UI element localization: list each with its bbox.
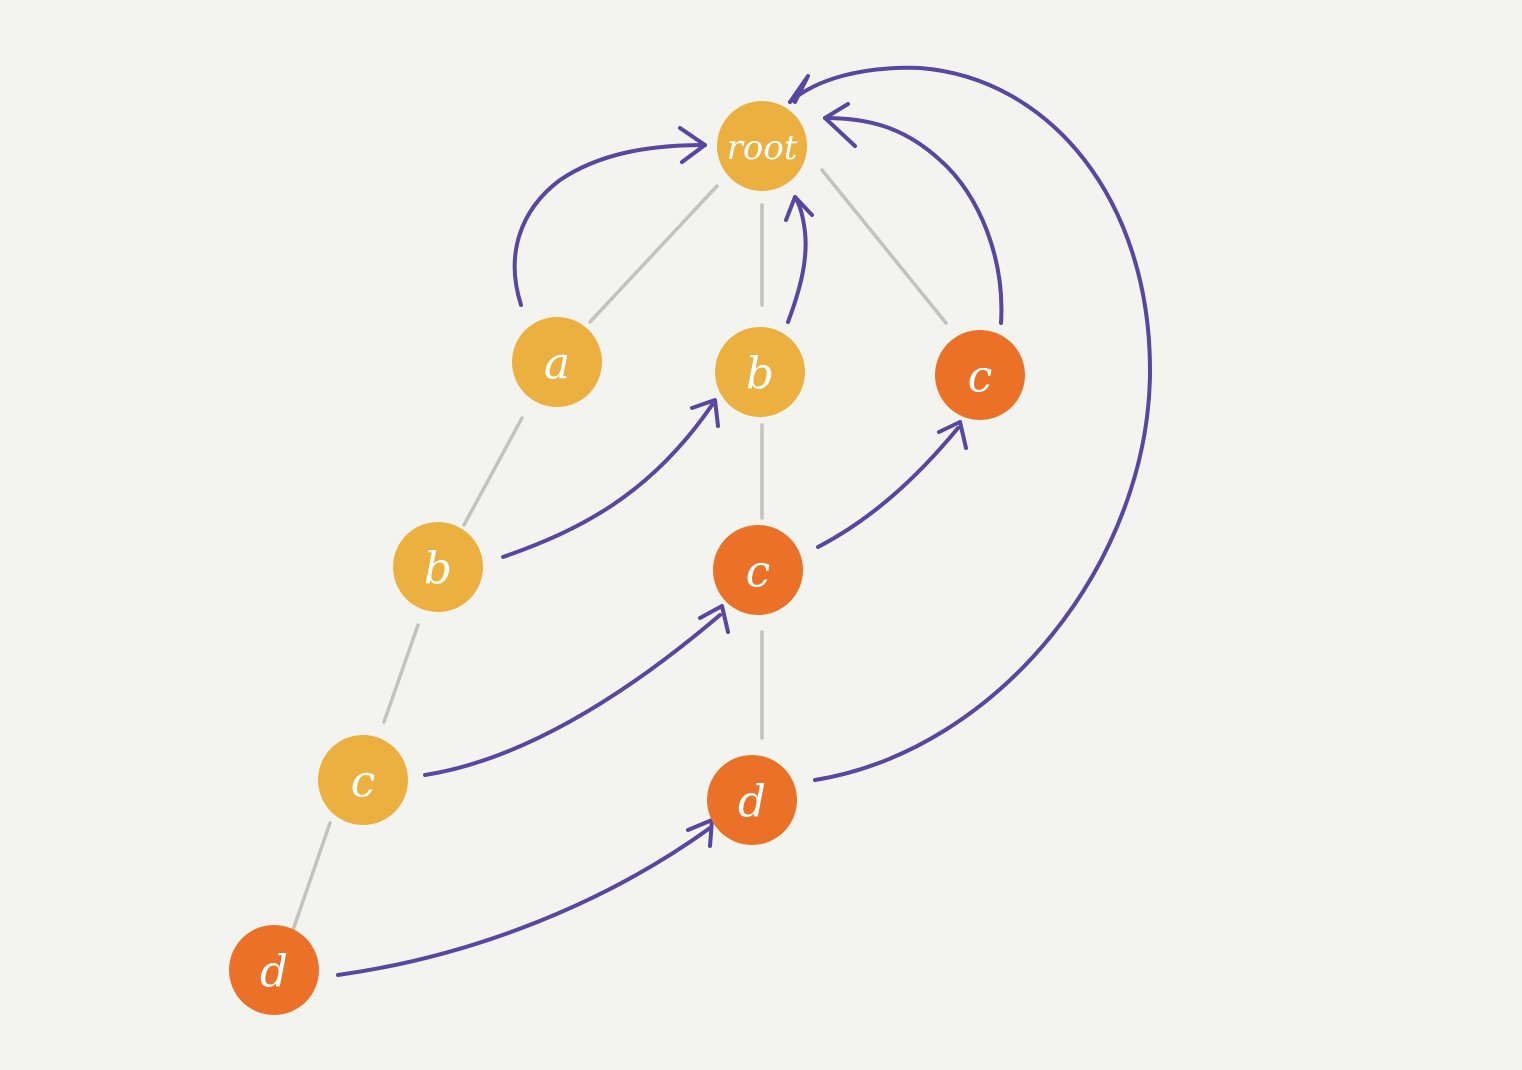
tree-edges: [291, 168, 948, 932]
node-circle: [713, 525, 803, 615]
failure-link-curve: [512, 143, 707, 307]
arrowhead-icon: [937, 420, 968, 450]
node-label: d: [738, 777, 766, 828]
node-circle: [707, 755, 797, 845]
tree-edge-root-a: [588, 184, 719, 324]
failure-link-curve: [786, 195, 808, 324]
trie-node-root: root: [717, 101, 807, 191]
node-label: d: [260, 947, 288, 998]
arrowhead-icon: [690, 398, 720, 428]
failure-link-ab-to-b1: [501, 398, 720, 559]
arrowhead-icon: [788, 74, 810, 104]
failure-links: [336, 65, 1152, 977]
node-label: c: [746, 547, 771, 598]
node-label: b: [746, 349, 774, 400]
failure-link-abcd-to-bcd: [336, 818, 714, 977]
node-label: a: [544, 339, 570, 390]
failure-link-bc-to-c1: [816, 420, 968, 549]
node-circle: [715, 327, 805, 417]
trie-node-a: a: [512, 317, 602, 407]
failure-link-curve: [788, 65, 1152, 782]
arrowhead-icon: [678, 126, 707, 164]
node-circle: [393, 522, 483, 612]
trie-node-abcd: d: [229, 925, 319, 1015]
arrowhead-icon: [823, 102, 857, 148]
arrowhead-icon: [698, 604, 730, 634]
node-circle: [512, 317, 602, 407]
failure-link-curve: [823, 116, 1004, 325]
node-label: root: [727, 128, 798, 168]
tree-edge-a-ab: [462, 416, 524, 527]
trie-node-ab: b: [393, 522, 483, 612]
tree-edge-abc-abcd: [291, 821, 332, 932]
failure-link-curve: [336, 826, 712, 977]
failure-link-curve: [423, 613, 722, 777]
node-circle: [717, 101, 807, 191]
node-label: c: [351, 757, 376, 808]
failure-link-curve: [816, 426, 960, 549]
node-circle: [318, 735, 408, 825]
failure-link-a-to-root: [512, 126, 707, 307]
tree-edge-ab-abc: [382, 623, 420, 724]
node-label: c: [968, 352, 993, 403]
trie-node-b1: b: [715, 327, 805, 417]
trie-node-abc: c: [318, 735, 408, 825]
failure-link-bcd-to-root: [788, 65, 1152, 782]
trie-node-c1: c: [935, 330, 1025, 420]
failure-link-abc-to-bc: [423, 604, 730, 777]
tree-edge-root-c1: [820, 168, 948, 325]
node-label: b: [424, 544, 452, 595]
arrowhead-icon: [784, 195, 814, 222]
node-circle: [935, 330, 1025, 420]
node-circle: [229, 925, 319, 1015]
trie-node-bc: c: [713, 525, 803, 615]
trie-node-bcd: d: [707, 755, 797, 845]
failure-link-b1-to-root: [784, 195, 814, 324]
trie-nodes: root a b c b c d c d: [229, 101, 1025, 1015]
failure-link-curve: [501, 403, 714, 559]
failure-link-c1-to-root: [823, 102, 1004, 325]
